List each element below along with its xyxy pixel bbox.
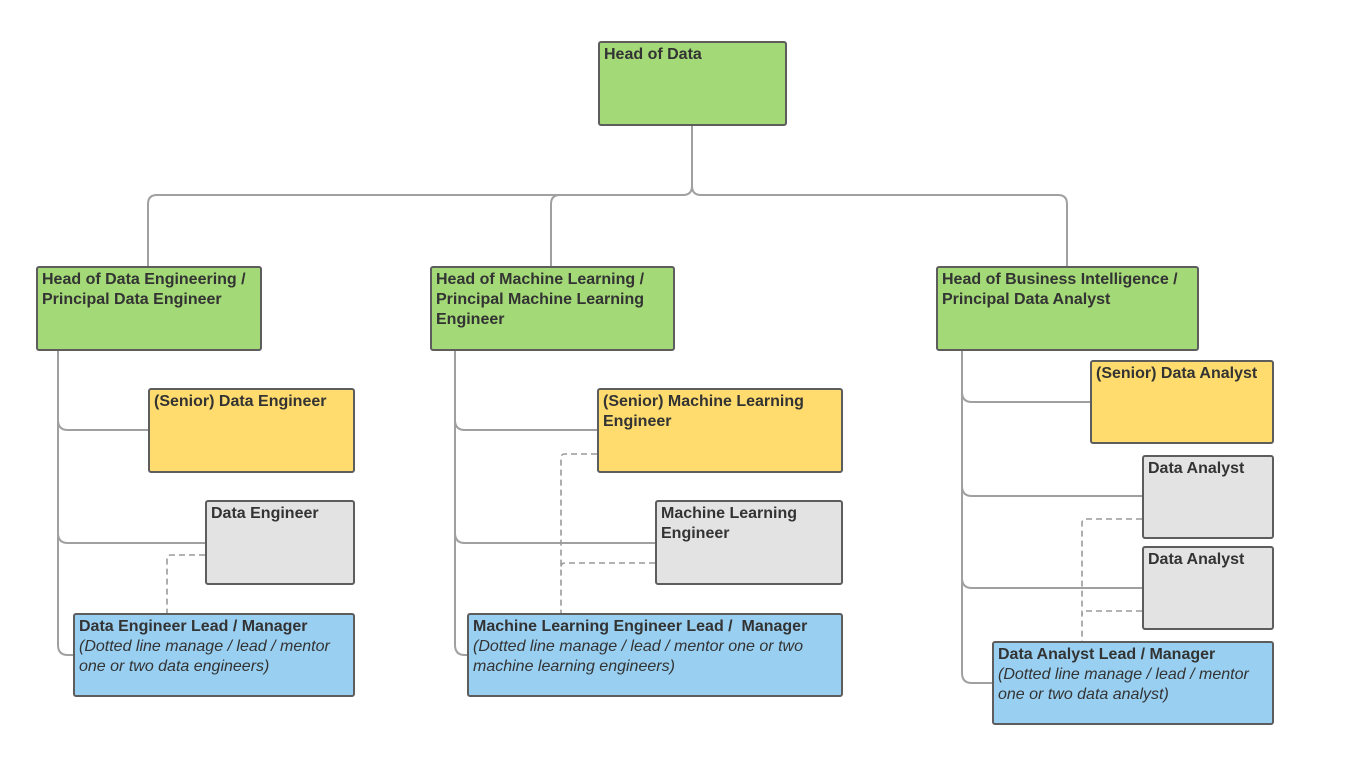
dotted-connector-ml-lead-engineer xyxy=(560,562,655,568)
node-title: Data Engineer Lead / Manager xyxy=(79,618,308,635)
node-note: (Dotted line manage / lead / mentor one … xyxy=(79,638,330,675)
node-note: (Dotted line manage / lead / mentor one … xyxy=(473,638,803,675)
connector-head-to-branches xyxy=(147,125,693,266)
dotted-connector-ml-lead-senior xyxy=(560,453,597,613)
connector-bi-analyst-2 xyxy=(961,577,1142,589)
machine-learning-engineer-node[interactable]: Machine Learning Engineer xyxy=(655,500,843,585)
data-engineer-lead-node[interactable]: Data Engineer Lead / Manager (Dotted lin… xyxy=(73,613,355,697)
node-title: Head of Business Intelligence / Principa… xyxy=(942,271,1178,308)
connector-to-machine-learning xyxy=(691,185,1068,266)
head-of-data-engineering-node[interactable]: Head of Data Engineering / Principal Dat… xyxy=(36,266,262,351)
node-note: (Dotted line manage / lead / mentor one … xyxy=(998,666,1249,703)
dotted-connector-de-lead xyxy=(166,554,205,613)
node-title: Machine Learning Engineer xyxy=(661,505,798,542)
machine-learning-engineer-lead-node[interactable]: Machine Learning Engineer Lead / Manager… xyxy=(467,613,843,697)
data-analyst-node[interactable]: Data Analyst xyxy=(1142,546,1274,630)
node-title: (Senior) Data Analyst xyxy=(1096,365,1258,382)
dotted-connector-bi-lead-analyst-2 xyxy=(1081,610,1142,616)
connector-bi-spine xyxy=(961,350,992,684)
node-title: Data Analyst xyxy=(1148,460,1245,477)
connector-bi-senior xyxy=(961,391,1090,403)
node-title: (Senior) Machine Learning Engineer xyxy=(603,393,804,430)
connector-ml-senior xyxy=(454,419,597,431)
connector-ml-spine xyxy=(454,350,468,656)
connector-bi-analyst-1 xyxy=(961,485,1142,497)
dotted-connector-bi-lead-analyst-1 xyxy=(1081,518,1142,641)
data-analyst-lead-node[interactable]: Data Analyst Lead / Manager (Dotted line… xyxy=(992,641,1274,725)
node-title: Machine Learning Engineer Lead / Manager xyxy=(473,618,808,635)
node-title: Head of Machine Learning / Principal Mac… xyxy=(436,271,645,328)
connector-ml-engineer xyxy=(454,532,655,544)
node-title: Data Engineer xyxy=(211,505,319,522)
node-title: Head of Data Engineering / Principal Dat… xyxy=(42,271,246,308)
senior-machine-learning-engineer-node[interactable]: (Senior) Machine Learning Engineer xyxy=(597,388,843,473)
connector-de-spine xyxy=(57,350,74,656)
data-engineer-node[interactable]: Data Engineer xyxy=(205,500,355,585)
node-title: Data Analyst Lead / Manager xyxy=(998,646,1216,663)
head-of-machine-learning-node[interactable]: Head of Machine Learning / Principal Mac… xyxy=(430,266,675,351)
connector-de-senior xyxy=(57,419,148,431)
connector-de-engineer xyxy=(57,532,205,544)
node-title: (Senior) Data Engineer xyxy=(154,393,327,410)
connector-to-machine-learning-branch xyxy=(550,194,561,266)
node-title: Head of Data xyxy=(604,46,702,63)
head-of-business-intelligence-node[interactable]: Head of Business Intelligence / Principa… xyxy=(936,266,1199,351)
senior-data-analyst-node[interactable]: (Senior) Data Analyst xyxy=(1090,360,1274,444)
data-analyst-node[interactable]: Data Analyst xyxy=(1142,455,1274,539)
node-title: Data Analyst xyxy=(1148,551,1245,568)
senior-data-engineer-node[interactable]: (Senior) Data Engineer xyxy=(148,388,355,473)
head-of-data-node[interactable]: Head of Data xyxy=(598,41,787,126)
